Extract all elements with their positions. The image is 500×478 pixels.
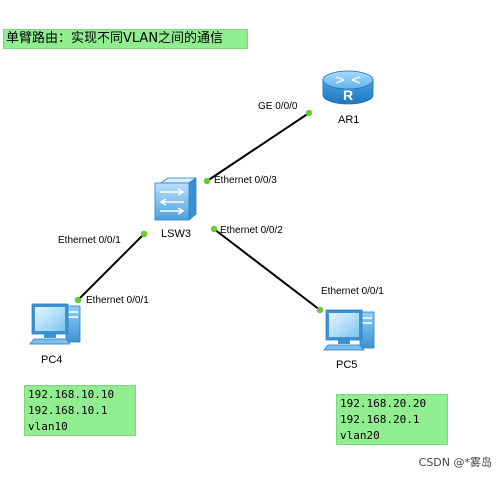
port-label-ar1-ge: GE 0/0/0 <box>258 101 298 112</box>
port-dot-lsw3-e1[interactable] <box>140 230 148 238</box>
port-label-lsw3-e3: Ethernet 0/0/3 <box>214 175 277 186</box>
pc5-ip: 192.168.20.20 <box>340 397 427 410</box>
port-label-lsw3-e2: Ethernet 0/0/2 <box>220 225 283 236</box>
pc5-icon[interactable] <box>323 309 375 351</box>
port-dot-lsw3-e3[interactable] <box>203 177 211 185</box>
port-dot-ar1-ge[interactable] <box>305 109 313 117</box>
port-label-pc4-e1: Ethernet 0/0/1 <box>86 295 149 306</box>
device-label-lsw3: LSW3 <box>161 228 191 240</box>
pc4-icon[interactable] <box>29 303 81 345</box>
device-label-ar1: AR1 <box>338 114 360 126</box>
port-dot-pc5-e1[interactable] <box>316 306 324 314</box>
pc4-ip: 192.168.10.10 <box>28 388 115 401</box>
pc5-info-note: 192.168.20.20 192.168.20.1 vlan20 <box>336 394 448 445</box>
port-dot-lsw3-e2[interactable] <box>210 225 218 233</box>
svg-text:R: R <box>343 87 353 103</box>
switch-icon[interactable] <box>154 177 198 221</box>
device-label-pc4: PC4 <box>41 354 63 366</box>
watermark: CSDN @*雾岛 <box>418 456 492 469</box>
pc4-info-note: 192.168.10.10 192.168.10.1 vlan10 <box>24 385 136 436</box>
pc4-vlan: vlan10 <box>28 420 68 433</box>
device-label-pc5: PC5 <box>336 359 358 371</box>
pc4-gateway: 192.168.10.1 <box>28 404 108 417</box>
pc5-gateway: 192.168.20.1 <box>340 413 420 426</box>
link-ar1-lsw3[interactable] <box>206 112 310 182</box>
link-lsw3-pc5[interactable] <box>213 228 321 311</box>
port-dot-pc4-e1[interactable] <box>74 296 82 304</box>
port-label-lsw3-e1: Ethernet 0/0/1 <box>58 235 121 246</box>
router-icon[interactable]: R <box>322 70 374 105</box>
pc5-vlan: vlan20 <box>340 429 380 442</box>
port-label-pc5-e1: Ethernet 0/0/1 <box>321 286 384 297</box>
link-lsw3-pc4[interactable] <box>77 233 145 301</box>
diagram-title: 单臂路由：实现不同VLAN之间的通信 <box>3 29 248 49</box>
